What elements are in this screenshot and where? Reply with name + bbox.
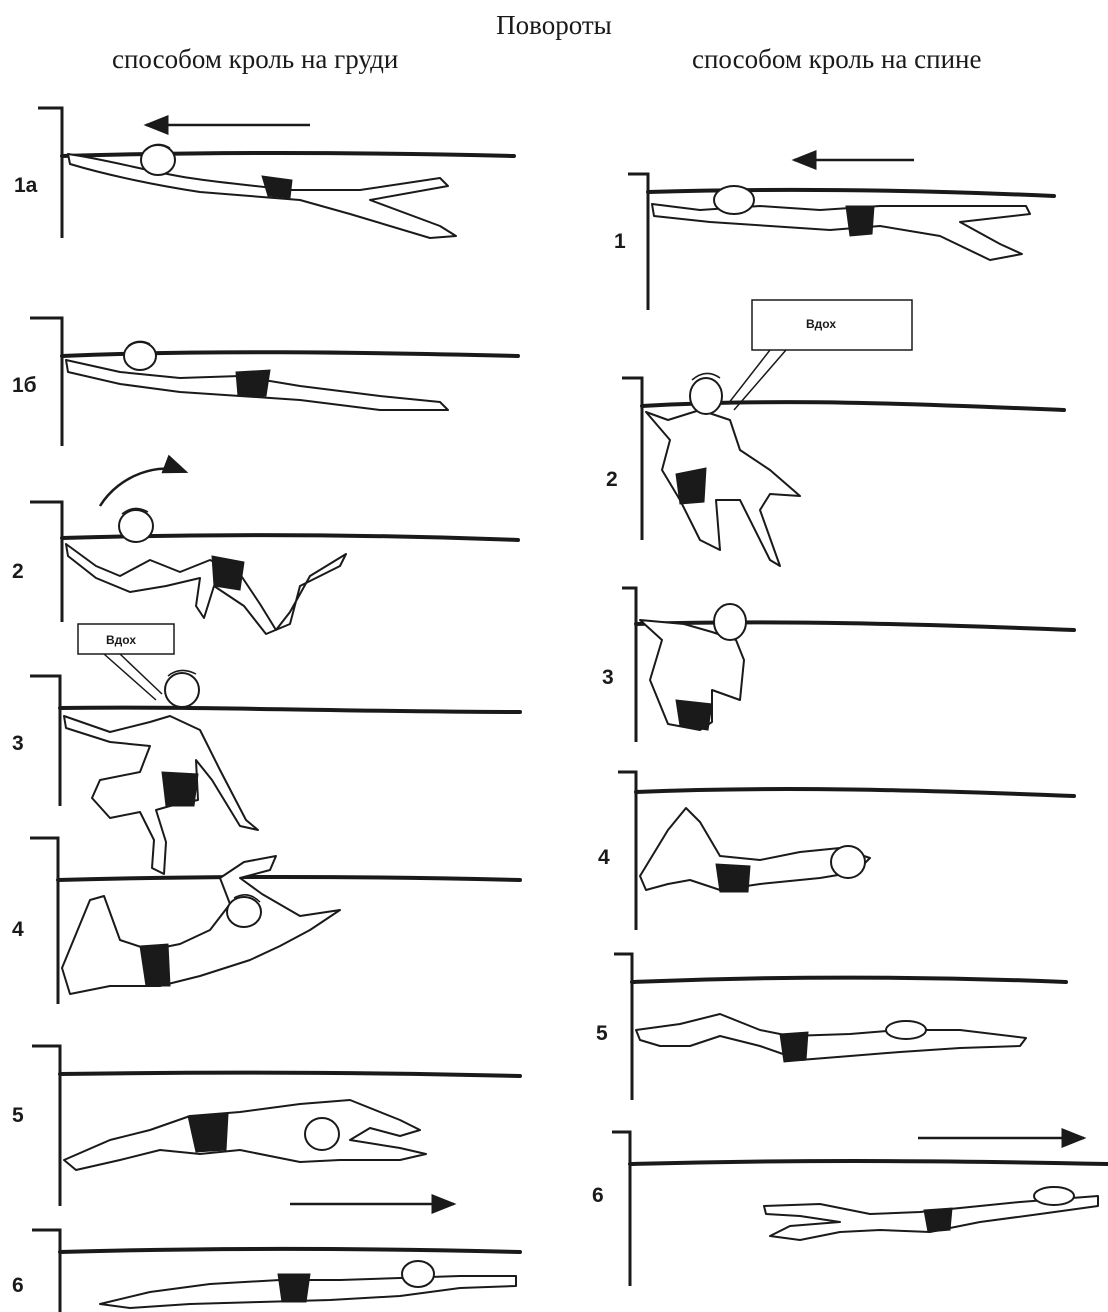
right-step-label-3: 3: [602, 666, 614, 689]
swimmer-figure: [100, 1261, 516, 1308]
step-label-3: 3: [12, 732, 24, 755]
step-label-1b: 1б: [12, 374, 37, 397]
inhale-callout-label: Вдох: [106, 633, 136, 647]
step-label-4: 4: [12, 918, 24, 941]
swimmer-figure: [64, 670, 258, 874]
swimmer-figure: [68, 144, 456, 238]
right-step-label-5: 5: [596, 1022, 608, 1045]
left-frame-5: 5: [12, 1046, 520, 1206]
right-frame-5: 5: [596, 954, 1066, 1100]
step-label-6: 6: [12, 1274, 24, 1297]
right-step-label-6: 6: [592, 1184, 604, 1207]
left-frame-1b: 1б: [12, 318, 518, 446]
swimmer-figure: [764, 1187, 1098, 1240]
right-frame-1: 1: [614, 160, 1054, 310]
left-frame-4: 4: [12, 838, 520, 1004]
right-frame-6: 6: [592, 1132, 1108, 1286]
right-step-label-1: 1: [614, 230, 626, 253]
right-frame-4: 4: [598, 772, 1074, 930]
inhale-callout-label: Вдох: [806, 317, 836, 331]
swimmer-figure: [640, 808, 870, 892]
right-step-label-2: 2: [606, 468, 618, 491]
right-frame-2: Вдох 2: [606, 300, 1064, 566]
left-frame-1a: 1a: [14, 108, 514, 238]
step-label-1a: 1a: [14, 174, 38, 197]
swimmer-figure: [636, 1014, 1026, 1062]
left-frame-2: 2: [12, 469, 518, 634]
right-step-label-4: 4: [598, 846, 610, 869]
swimmer-figure: [652, 186, 1030, 260]
step-label-2: 2: [12, 560, 24, 583]
rotation-arrow: [100, 469, 186, 506]
swimmer-figure: [64, 1100, 426, 1170]
swimmer-figure: [66, 508, 346, 634]
right-frame-3: 3: [602, 588, 1074, 742]
left-frame-6: 6: [12, 1230, 520, 1312]
left-frame-3: Вдох 3: [12, 624, 520, 874]
step-label-5: 5: [12, 1104, 24, 1127]
